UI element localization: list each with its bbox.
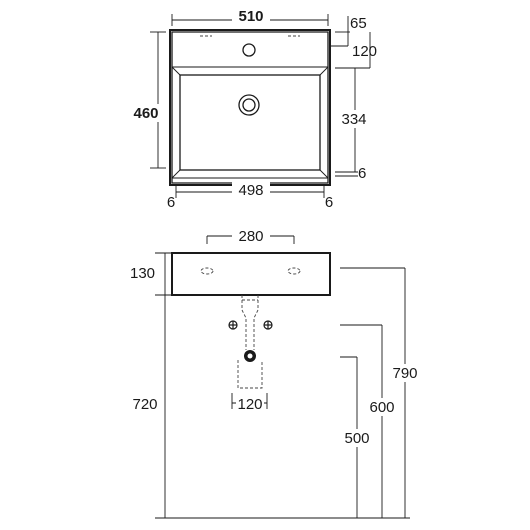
- waste-pipe: [241, 295, 259, 350]
- drain-inner: [242, 98, 256, 112]
- dim-6-rim-label: 6: [358, 165, 366, 182]
- dim-510-bg: [232, 8, 270, 24]
- dim-600-bg: [365, 398, 399, 416]
- valve-left-icon: [228, 320, 238, 330]
- dim-720-bg: [128, 395, 162, 413]
- dim-460-label: 460: [133, 105, 158, 122]
- dim-6-right-label: 6: [325, 194, 333, 211]
- dim-720-label: 720: [132, 396, 157, 413]
- bowl-corner-br: [319, 169, 329, 179]
- dim-510-label: 510: [238, 8, 263, 25]
- dim-120-label: 120: [352, 43, 377, 60]
- drain-outer: [238, 94, 260, 116]
- tap-hole-right: [287, 267, 301, 275]
- dim-790-bg: [388, 364, 422, 382]
- dim-500-bg: [340, 429, 374, 447]
- bowl-corner-tl: [171, 66, 181, 76]
- dim-120w-bg: [236, 396, 264, 412]
- waste-trap: [237, 360, 263, 389]
- bowl-corner-tr: [319, 66, 329, 76]
- tap-hole-left: [200, 267, 214, 275]
- dim-65-label: 65: [350, 15, 367, 32]
- bowl-outline: [179, 74, 321, 171]
- dim-334-bg: [338, 110, 370, 128]
- dim-790-label: 790: [392, 365, 417, 382]
- dim-280-bg: [232, 228, 270, 244]
- basin-elevation: [171, 252, 331, 296]
- tap-hole: [242, 43, 256, 57]
- dim-498-label: 498: [238, 182, 263, 199]
- dim-280-label: 280: [238, 228, 263, 245]
- dim-500-label: 500: [344, 430, 369, 447]
- dim-130-label: 130: [130, 265, 155, 282]
- dim-498-bg: [232, 182, 270, 198]
- waste-outlet-icon: [244, 350, 256, 362]
- bowl-corner-bl: [171, 169, 181, 179]
- dim-120w-label: 120: [237, 396, 262, 413]
- basin-rim: [171, 31, 329, 184]
- elevation-view: 280 130 120: [128, 228, 422, 519]
- plan-view: 510 460 65 120 334 6 498 6 6: [128, 8, 377, 211]
- dim-600-label: 600: [369, 399, 394, 416]
- dim-460-bg: [128, 104, 164, 122]
- dim-6-left-label: 6: [167, 194, 175, 211]
- dim-334-label: 334: [341, 111, 366, 128]
- valve-right-icon: [263, 320, 273, 330]
- basin-outline: [169, 29, 331, 186]
